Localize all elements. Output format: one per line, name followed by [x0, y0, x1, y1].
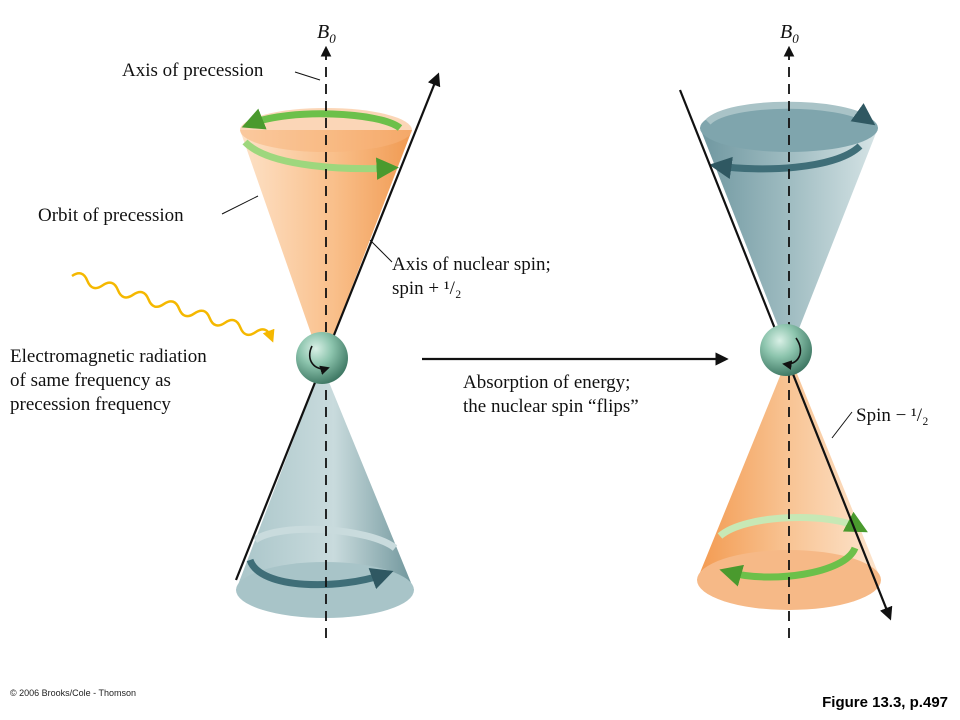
spin-minus-half-label: Spin − ¹/₂ — [856, 405, 929, 426]
copyright-notice: © 2006 Brooks/Cole - Thomson — [10, 688, 137, 698]
left-precession-diagram — [71, 45, 441, 638]
spin-minus-leader — [831, 411, 853, 439]
left-nuclear-spin-axis — [234, 72, 441, 581]
axis-of-precession-leader — [294, 71, 321, 81]
right-spin-rotation-arrow — [782, 337, 802, 370]
left-orbit-arrow-back — [241, 108, 403, 131]
orbit-of-precession-label: Orbit of precession — [38, 205, 184, 226]
right-orbit-arrow-back — [705, 101, 876, 126]
axis-of-precession-label: Axis of precession — [122, 60, 264, 81]
left-bottom-orbit-front — [246, 558, 394, 590]
right-b0-label: B0 — [780, 21, 799, 46]
figure-reference: Figure 13.3, p.497 — [822, 694, 948, 711]
left-bottom-orbit-back — [252, 525, 398, 551]
em-radiation-label-line2: of same frequency as — [10, 370, 171, 391]
left-top-cone — [240, 130, 412, 365]
left-bottom-cone — [236, 365, 414, 590]
axis-nuclear-spin-label-line1: Axis of nuclear spin; — [392, 254, 551, 275]
nuclear-spin-leader — [369, 239, 393, 263]
right-bottom-orbit-front — [719, 546, 859, 587]
left-b0-label: B0 — [317, 21, 336, 46]
em-radiation-label-line3: precession frequency — [10, 394, 171, 415]
em-radiation-label-line1: Electromagnetic radiation — [10, 346, 207, 367]
right-orbit-arrow-front — [709, 143, 863, 179]
absorption-label-line1: Absorption of energy; — [463, 372, 630, 393]
axis-nuclear-spin-label-line2: spin + ¹/₂ — [392, 278, 462, 299]
orbit-of-precession-leader — [221, 195, 259, 215]
right-precession-diagram — [678, 45, 893, 638]
absorption-label-line2: the nuclear spin “flips” — [463, 396, 639, 417]
right-nucleus-sphere — [760, 324, 812, 376]
left-spin-rotation-arrow — [308, 345, 330, 375]
left-orbit-arrow-front — [242, 139, 399, 180]
left-nucleus-sphere — [296, 332, 348, 384]
em-radiation-wave — [71, 272, 275, 343]
